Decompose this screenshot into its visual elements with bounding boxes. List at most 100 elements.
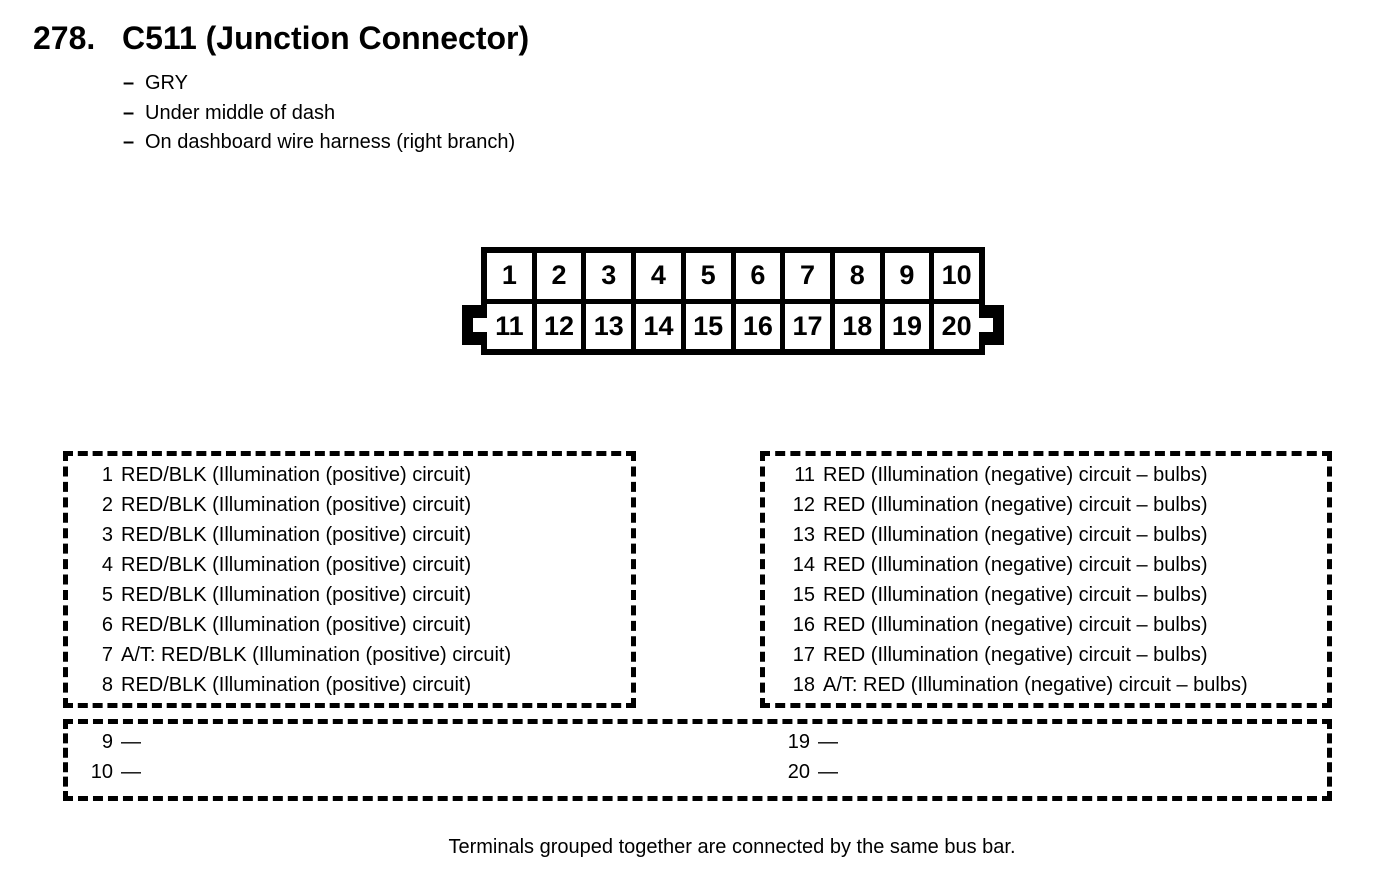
pin-row: 3 RED/BLK (Illumination (positive) circu… bbox=[68, 520, 631, 550]
connector-pin-cell-6: 6 bbox=[735, 253, 781, 299]
pin-row: 20 — bbox=[765, 757, 838, 787]
pin-row: 5 RED/BLK (Illumination (positive) circu… bbox=[68, 580, 631, 610]
connector-pin-cell-8: 8 bbox=[834, 253, 880, 299]
pin-row: 13 RED (Illumination (negative) circuit … bbox=[765, 520, 1327, 550]
connector-pin-cell-20: 20 bbox=[934, 303, 979, 349]
pin-row: 2 RED/BLK (Illumination (positive) circu… bbox=[68, 490, 631, 520]
connector-pin-cell-11: 11 bbox=[487, 303, 532, 349]
bus-bar-note: Terminals grouped together are connected… bbox=[448, 836, 1016, 858]
connector-pin-cell-14: 14 bbox=[636, 303, 681, 349]
connector-pin-cell-16: 16 bbox=[735, 303, 781, 349]
pin-row: 7 A/T: RED/BLK (Illumination (positive) … bbox=[68, 640, 631, 670]
pin-label: A/T: RED/BLK (Illumination (positive) ci… bbox=[121, 643, 512, 666]
pin-label: RED (Illumination (negative) circuit – b… bbox=[823, 553, 1208, 576]
pin-label: RED/BLK (Illumination (positive) circuit… bbox=[121, 523, 472, 546]
page-title: 278. C511 (Junction Connector) bbox=[33, 19, 529, 57]
attribute-text: Under middle of dash bbox=[145, 101, 336, 124]
pin-row: 19 — bbox=[765, 727, 838, 757]
pin-number: 19 bbox=[787, 730, 810, 753]
pin-number: 9 bbox=[101, 730, 113, 753]
pin-row: 18 A/T: RED (Illumination (negative) cir… bbox=[765, 670, 1327, 700]
connector-pin-cell-15: 15 bbox=[685, 303, 731, 349]
pin-row: 6 RED/BLK (Illumination (positive) circu… bbox=[68, 610, 631, 640]
negative-circuit-pin-box: 11 RED (Illumination (negative) circuit … bbox=[760, 451, 1332, 708]
attribute-line: – GRY bbox=[123, 69, 515, 99]
dash-bullet: – bbox=[123, 131, 135, 153]
connector-pin-cell-4: 4 bbox=[636, 253, 681, 299]
pin-label: RED (Illumination (negative) circuit – b… bbox=[823, 493, 1208, 516]
pin-label: A/T: RED (Illumination (negative) circui… bbox=[823, 673, 1248, 696]
pin-number: 18 bbox=[792, 673, 815, 696]
pin-number: 16 bbox=[792, 613, 815, 636]
pin-label: RED (Illumination (negative) circuit – b… bbox=[823, 613, 1208, 636]
connector-left-lock-tab bbox=[462, 305, 487, 345]
pin-label: — bbox=[121, 730, 141, 753]
positive-circuit-pin-box: 1 RED/BLK (Illumination (positive) circu… bbox=[63, 451, 636, 708]
pin-label: RED/BLK (Illumination (positive) circuit… bbox=[121, 493, 472, 516]
connector-pin-cell-17: 17 bbox=[785, 303, 830, 349]
pin-label: RED (Illumination (negative) circuit – b… bbox=[823, 463, 1208, 486]
pin-number: 5 bbox=[101, 583, 113, 606]
pin-row: 9 — bbox=[68, 727, 141, 757]
connector-right-lock-tab bbox=[979, 305, 1004, 345]
pin-number: 17 bbox=[792, 643, 815, 666]
pin-number: 7 bbox=[101, 643, 113, 666]
pin-label: RED/BLK (Illumination (positive) circuit… bbox=[121, 673, 472, 696]
pin-label: RED/BLK (Illumination (positive) circuit… bbox=[121, 553, 472, 576]
pin-number: 13 bbox=[792, 523, 815, 546]
connector-pin-cell-10: 10 bbox=[934, 253, 979, 299]
pin-label: — bbox=[818, 730, 838, 753]
connector-pin-cell-18: 18 bbox=[834, 303, 880, 349]
attribute-line: – On dashboard wire harness (right branc… bbox=[123, 128, 515, 158]
pin-row: 10 — bbox=[68, 757, 141, 787]
pin-number: 1 bbox=[101, 463, 113, 486]
pin-label: RED/BLK (Illumination (positive) circuit… bbox=[121, 613, 472, 636]
pin-number: 14 bbox=[792, 553, 815, 576]
connector-pin-cell-1: 1 bbox=[487, 253, 532, 299]
pin-number: 10 bbox=[90, 760, 113, 783]
connector-pin-cell-13: 13 bbox=[586, 303, 632, 349]
pin-number: 20 bbox=[787, 760, 810, 783]
pin-number: 11 bbox=[794, 463, 815, 486]
pin-label: — bbox=[818, 760, 838, 783]
attribute-text: GRY bbox=[145, 72, 188, 94]
pin-row: 11 RED (Illumination (negative) circuit … bbox=[765, 460, 1327, 490]
pin-row: 12 RED (Illumination (negative) circuit … bbox=[765, 490, 1327, 520]
pin-label: RED (Illumination (negative) circuit – b… bbox=[823, 583, 1208, 606]
attribute-line: – Under middle of dash bbox=[123, 99, 515, 129]
connector-pin-cell-2: 2 bbox=[536, 253, 582, 299]
connector-pin-cell-5: 5 bbox=[685, 253, 731, 299]
pin-number: 3 bbox=[101, 523, 113, 546]
pin-label: RED/BLK (Illumination (positive) circuit… bbox=[121, 583, 472, 606]
pin-number: 6 bbox=[101, 613, 113, 636]
unused-pin-box: 9 — 10 — 19 — 20 — bbox=[63, 719, 1332, 801]
connector-pin-cell-3: 3 bbox=[586, 253, 632, 299]
pin-number: 12 bbox=[792, 493, 815, 516]
pin-number: 2 bbox=[101, 493, 113, 516]
unused-pins-right-column: 19 — 20 — bbox=[765, 727, 838, 787]
connector-pin-cell-7: 7 bbox=[785, 253, 830, 299]
connector-pin-cell-19: 19 bbox=[884, 303, 930, 349]
dash-bullet: – bbox=[123, 101, 135, 124]
connector-diagram: 1 2 3 4 5 6 7 8 9 10 11 12 13 14 15 16 1… bbox=[462, 247, 1004, 355]
pin-number: 8 bbox=[101, 673, 113, 696]
connector-attributes: – GRY – Under middle of dash – On dashbo… bbox=[123, 69, 515, 158]
pin-row: 8 RED/BLK (Illumination (positive) circu… bbox=[68, 670, 631, 700]
connector-title: C511 (Junction Connector) bbox=[122, 20, 530, 56]
pin-row: 14 RED (Illumination (negative) circuit … bbox=[765, 550, 1327, 580]
pin-label: RED/BLK (Illumination (positive) circuit… bbox=[121, 463, 472, 486]
pin-label: RED (Illumination (negative) circuit – b… bbox=[823, 643, 1208, 666]
pin-label: — bbox=[121, 760, 141, 783]
connector-pin-cell-12: 12 bbox=[536, 303, 582, 349]
unused-pins-left-column: 9 — 10 — bbox=[68, 727, 141, 787]
pin-label: RED (Illumination (negative) circuit – b… bbox=[823, 523, 1208, 546]
pin-row: 1 RED/BLK (Illumination (positive) circu… bbox=[68, 460, 631, 490]
pin-row: 17 RED (Illumination (negative) circuit … bbox=[765, 640, 1327, 670]
pin-number: 4 bbox=[101, 553, 113, 576]
pin-number: 15 bbox=[792, 583, 815, 606]
dash-bullet: – bbox=[123, 72, 135, 94]
pin-row: 4 RED/BLK (Illumination (positive) circu… bbox=[68, 550, 631, 580]
pin-row: 15 RED (Illumination (negative) circuit … bbox=[765, 580, 1327, 610]
attribute-text: On dashboard wire harness (right branch) bbox=[145, 131, 516, 153]
